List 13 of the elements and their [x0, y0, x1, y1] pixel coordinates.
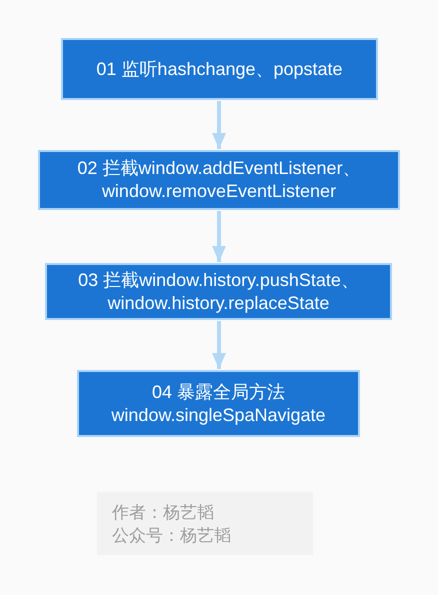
step-text: 04 暴露全局方法 window.singleSpaNavigate [110, 380, 327, 426]
step-text: 02 拦截window.addEventListener、window.removeEventListener [76, 157, 362, 203]
arrow [212, 101, 226, 149]
author-note-text: 作者：杨艺韬 [112, 502, 214, 524]
step-text: 03 拦截window.history.pushState、window.history.replaceState [77, 268, 360, 314]
process-box [45, 263, 392, 320]
arrow [212, 211, 226, 262]
process-box [61, 38, 378, 100]
arrow [212, 321, 226, 369]
step-text: 01 监听hashchange、popstate [96, 58, 343, 80]
process-box [38, 150, 400, 210]
process-box [77, 370, 360, 437]
author-note-text: 公众号：杨艺韬 [112, 524, 231, 546]
